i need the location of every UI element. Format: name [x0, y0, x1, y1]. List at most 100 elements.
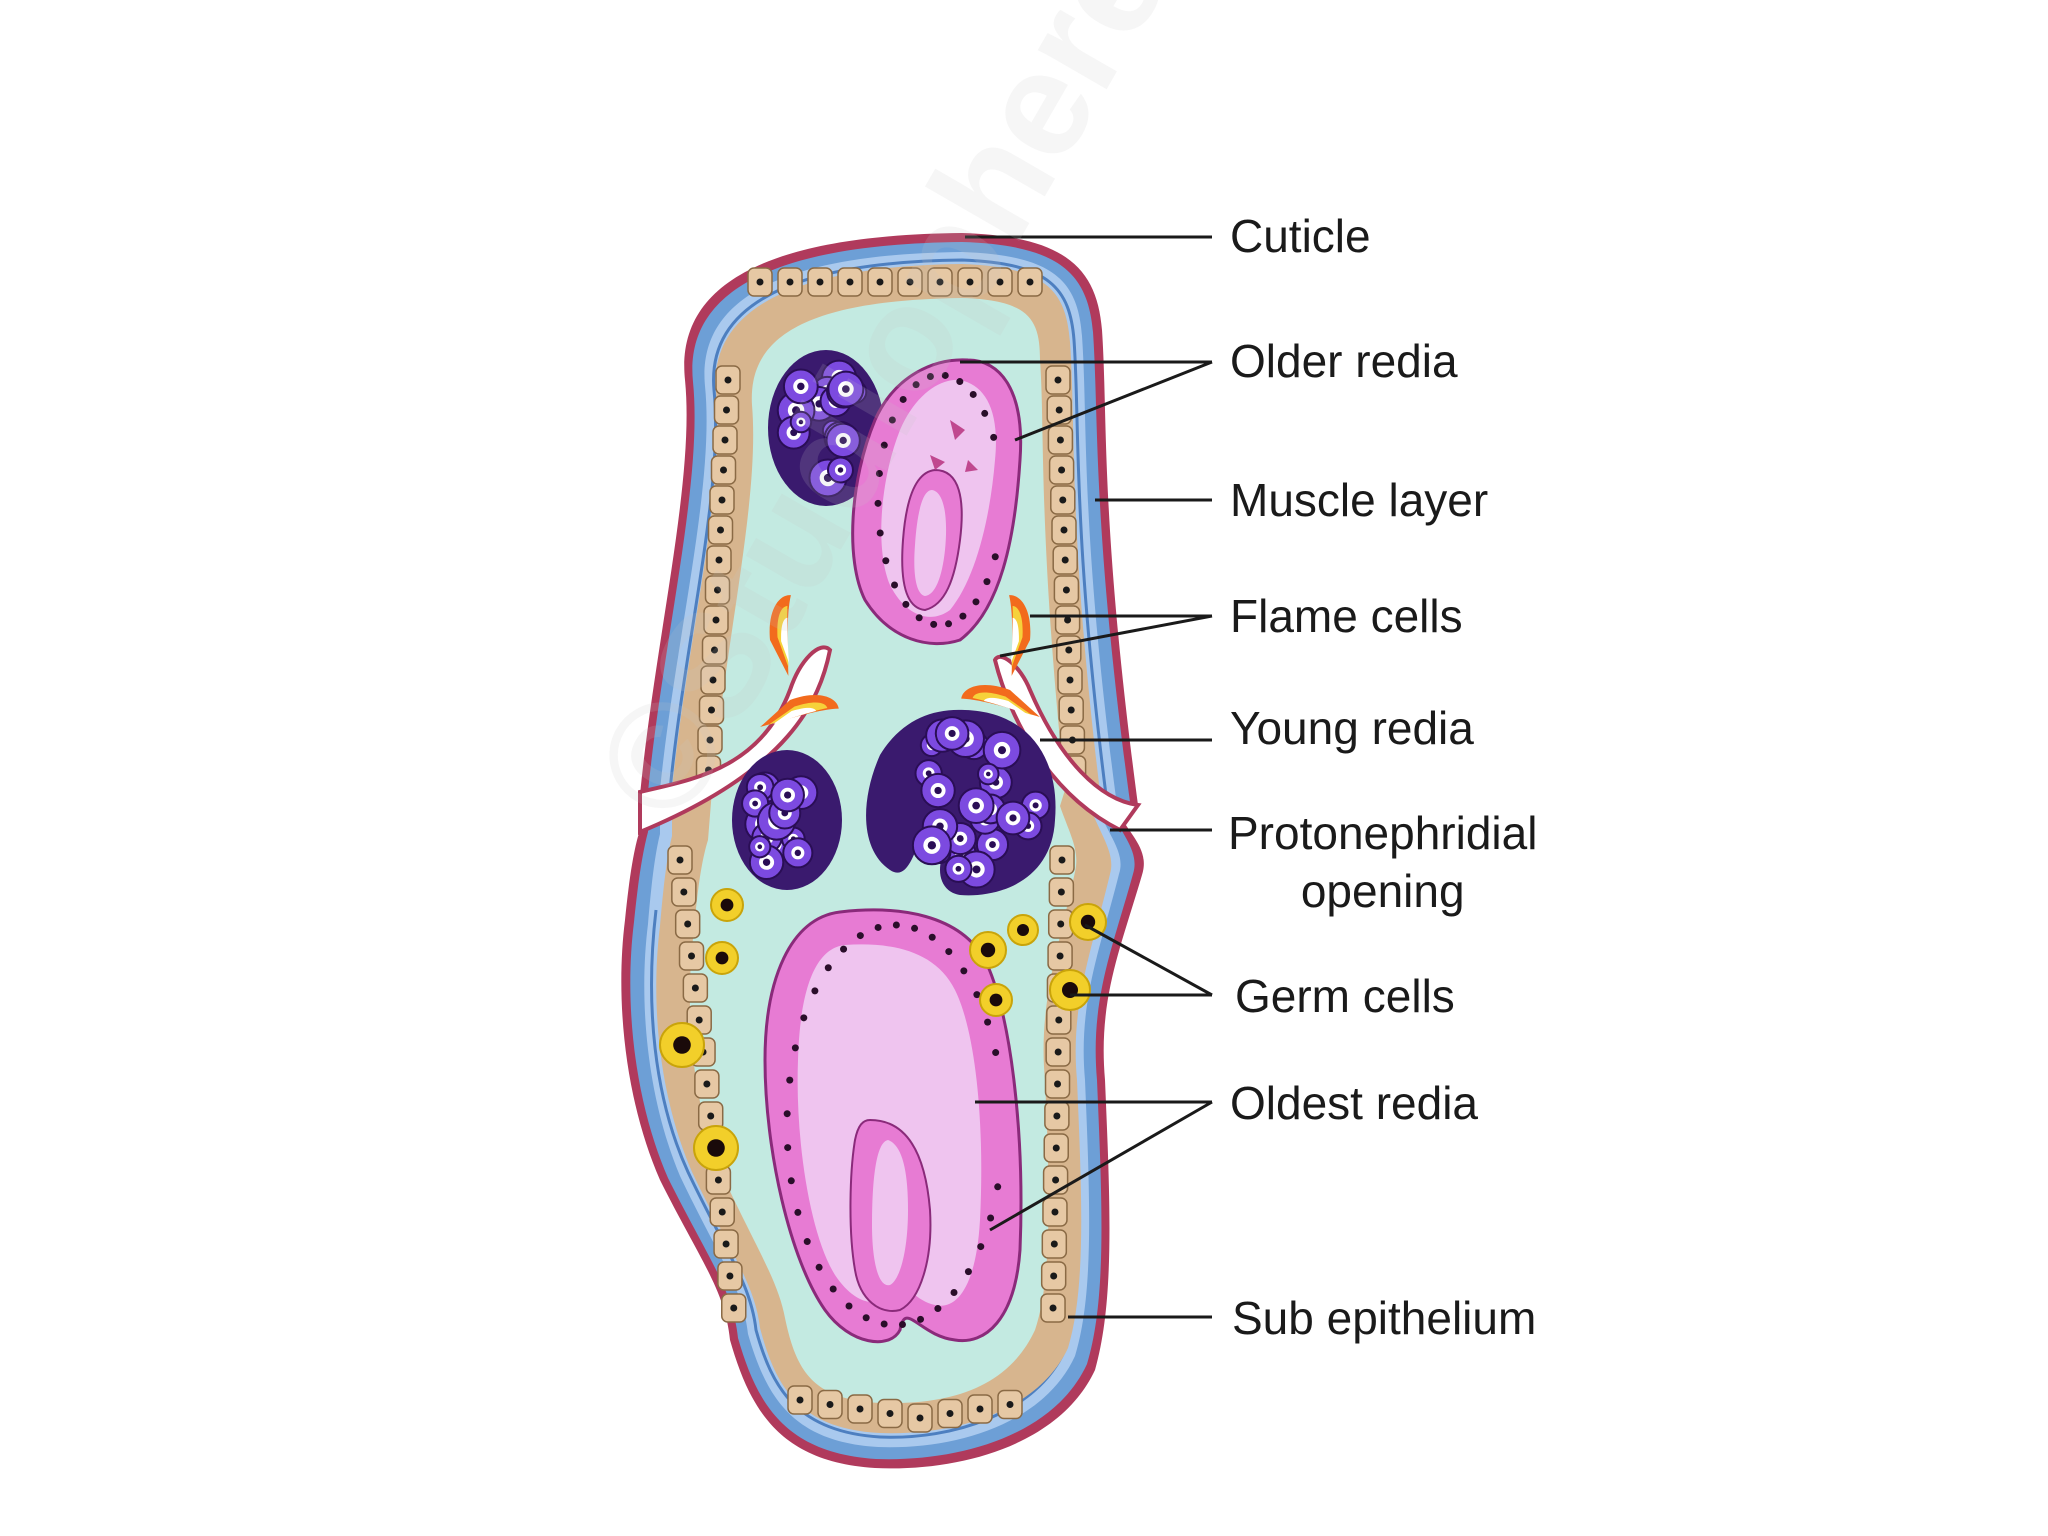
- epithelial-nucleus: [1057, 920, 1065, 928]
- epithelial-nucleus: [684, 920, 692, 928]
- redia-nucleus: [862, 1314, 870, 1322]
- epithelial-nucleus: [1060, 526, 1068, 534]
- epithelial-nucleus: [996, 278, 1004, 286]
- young-redia-cell-core: [934, 786, 942, 795]
- epithelial-nucleus: [826, 1401, 834, 1408]
- redia-nucleus: [891, 581, 899, 589]
- young-redia-cell-core: [837, 467, 844, 473]
- epithelial-nucleus: [1065, 646, 1073, 654]
- label-young-redia: Young redia: [1230, 702, 1474, 754]
- redia-nucleus: [917, 1315, 925, 1323]
- flame-cell-left-bottom: [760, 695, 839, 728]
- epithelial-nucleus: [1066, 676, 1074, 684]
- label-sub-epithelium: Sub epithelium: [1232, 1292, 1537, 1344]
- epithelial-nucleus: [1064, 616, 1072, 624]
- redia-nucleus: [973, 991, 981, 999]
- label-muscle-layer: Muscle layer: [1230, 474, 1489, 526]
- label-germ-cells: Germ cells: [1235, 970, 1455, 1022]
- label-protonephridial-line2: opening: [1300, 864, 1465, 917]
- redia-nucleus: [981, 409, 989, 417]
- label-protonephridial-line1: Protonephridial: [1228, 807, 1538, 859]
- redia-nucleus: [911, 924, 919, 932]
- redia-nucleus: [892, 921, 900, 929]
- epithelial-nucleus: [936, 278, 944, 286]
- epithelial-nucleus: [1061, 556, 1069, 564]
- young-redia-cell-core: [989, 841, 996, 849]
- young-redia-cell-core: [955, 865, 962, 872]
- epithelial-nucleus: [691, 984, 699, 992]
- young-redia-left: [732, 750, 842, 890]
- redia-nucleus: [880, 441, 888, 449]
- young-redia-cell-core: [798, 419, 804, 425]
- germ-cell-nucleus: [980, 942, 996, 958]
- young-redia-cell-core: [839, 436, 847, 445]
- redia-nucleus: [882, 557, 890, 565]
- germ-cells: [659, 888, 1107, 1171]
- redia-nucleus: [898, 1321, 906, 1329]
- epithelial-nucleus: [1057, 888, 1065, 896]
- redia-nucleus: [800, 1014, 808, 1022]
- label-flame-cells: Flame cells: [1230, 590, 1463, 642]
- redia-nucleus: [912, 381, 920, 389]
- epithelial-nucleus: [1052, 1176, 1060, 1184]
- oldest-redia-nuclei: [783, 921, 1002, 1329]
- epithelial-nucleus: [1058, 466, 1066, 474]
- epithelial-nucleus: [1051, 1208, 1059, 1216]
- redia-nucleus: [845, 1302, 853, 1310]
- epithelial-nucleus: [714, 1176, 722, 1184]
- leader-oldest-2: [989, 1100, 1213, 1232]
- epithelial-nucleus: [1055, 406, 1063, 414]
- redia-nucleus: [784, 1144, 792, 1152]
- germ-cell-nucleus: [1017, 924, 1029, 936]
- young-redia-left-cells: [741, 771, 819, 880]
- epithelial-nucleus: [1050, 1240, 1058, 1248]
- germ-cell-nucleus: [1080, 914, 1096, 930]
- young-redia-cell-core: [927, 841, 937, 850]
- redia-nucleus: [972, 598, 980, 606]
- redia-nucleus: [945, 620, 953, 628]
- leader-lines: [960, 235, 1213, 1319]
- redia-nucleus: [815, 1263, 823, 1271]
- redia-nucleus: [888, 416, 896, 424]
- young-redia-cell-core: [794, 849, 802, 857]
- redia-nucleus: [791, 1044, 799, 1052]
- redia-nucleus: [941, 371, 949, 379]
- epithelial-nucleus: [1056, 952, 1064, 960]
- epithelial-nucleus: [756, 278, 764, 286]
- redia-nucleus: [994, 1183, 1002, 1191]
- epithelial-nucleus: [1054, 1048, 1062, 1056]
- redia-nucleus: [987, 1214, 995, 1222]
- epithelial-nucleus: [856, 1405, 864, 1413]
- epithelial-nucleus: [1026, 278, 1034, 286]
- young-redia-cell-core: [757, 844, 763, 850]
- label-protonephridial-opening: Protonephridial opening: [1228, 805, 1537, 920]
- young-redia-cell-core: [784, 791, 792, 799]
- redia-nucleus: [991, 553, 999, 561]
- right-notch: [992, 654, 1142, 833]
- redia-nucleus: [959, 612, 967, 620]
- epithelial-nucleus: [1054, 376, 1062, 384]
- epithelial-nucleus: [906, 278, 914, 286]
- epithelial-nucleus: [1049, 1304, 1057, 1312]
- epithelial-nucleus: [709, 676, 717, 684]
- young-redia-cell-core: [842, 385, 850, 393]
- epithelial-nucleus: [680, 888, 688, 896]
- young-redia-cell-core: [797, 382, 805, 391]
- epithelial-nucleus: [876, 278, 884, 286]
- epithelial-nucleus: [1054, 1080, 1062, 1088]
- redia-nucleus: [829, 1285, 837, 1293]
- epithelial-nucleus: [1055, 1016, 1063, 1024]
- germ-cell-nucleus: [989, 993, 1003, 1007]
- young-redia-cell-core: [762, 858, 771, 866]
- redia-nucleus: [915, 614, 923, 622]
- redia-nucleus: [928, 933, 936, 941]
- epithelial-nucleus: [726, 1272, 734, 1280]
- redia-nucleus: [960, 967, 968, 975]
- epithelial-nucleus: [720, 466, 727, 474]
- germ-cell-nucleus: [720, 898, 734, 912]
- epithelial-nucleus: [786, 278, 794, 286]
- young-redia-right: [866, 709, 1056, 896]
- redia-nucleus: [874, 499, 882, 507]
- flame-cells: [760, 595, 1040, 728]
- epithelial-nucleus: [723, 406, 730, 414]
